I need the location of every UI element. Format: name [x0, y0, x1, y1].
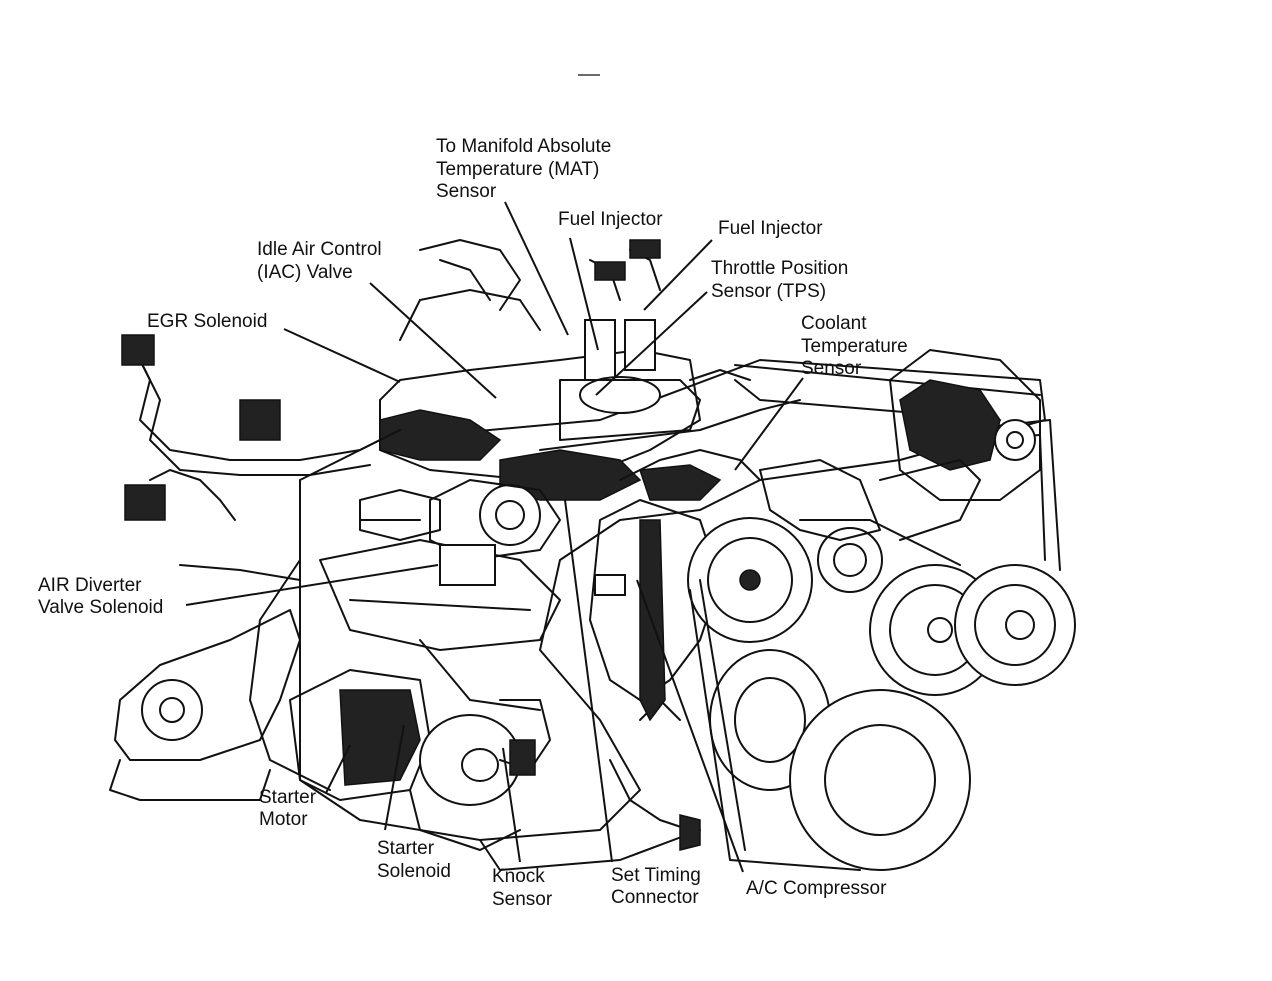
label-tps-line-1: Throttle Position: [711, 258, 848, 279]
egr-and-air-components: [359, 479, 561, 586]
label-knock-line-2: Sensor: [492, 889, 553, 910]
label-iac-line-1: Idle Air Control: [257, 239, 382, 260]
label-air-line-2: Valve Solenoid: [38, 597, 163, 618]
label-timing-line-2: Connector: [611, 887, 699, 908]
starter-assembly: [289, 669, 701, 851]
leader-lines: [185, 201, 804, 873]
label-coolant-line-2: Temperature: [801, 336, 908, 357]
label-tps-line-2: Sensor (TPS): [711, 281, 826, 302]
leader-egr: [283, 328, 401, 383]
leader-iac: [369, 282, 497, 399]
label-starter-solenoid-line-1: Starter: [377, 838, 435, 859]
label-mat-line-1: To Manifold Absolute: [436, 136, 611, 157]
leader-fuel-injector-1: [569, 237, 599, 351]
leader-air: [185, 564, 439, 606]
label-coolant-line-3: Sensor: [801, 358, 862, 379]
leader-tps: [595, 291, 708, 396]
label-iac-line-2: (IAC) Valve: [257, 262, 353, 283]
engine-illustration: [109, 239, 1076, 871]
label-fuel-injector-2: Fuel Injector: [718, 218, 823, 239]
intake-and-wiring: [121, 239, 801, 581]
labels: To Manifold Absolute Temperature (MAT) S…: [38, 136, 908, 910]
leader-timing: [564, 499, 613, 863]
leader-starter-motor: [325, 744, 351, 794]
leader-coolant: [734, 377, 804, 471]
leader-starter-solenoid: [384, 724, 405, 831]
leader-mat: [504, 201, 569, 336]
label-starter-motor-line-2: Motor: [259, 809, 308, 830]
label-knock-line-1: Knock: [492, 866, 545, 887]
label-mat-line-2: Temperature (MAT): [436, 159, 599, 180]
accessory-drive: [687, 349, 1076, 871]
leader-ac: [636, 579, 744, 873]
label-fuel-injector-1: Fuel Injector: [558, 209, 663, 230]
label-starter-motor-line-1: Starter: [259, 787, 317, 808]
engine-block: [299, 359, 1046, 871]
label-egr: EGR Solenoid: [147, 311, 267, 332]
label-timing-line-1: Set Timing: [611, 865, 701, 886]
label-coolant-line-1: Coolant: [801, 313, 867, 334]
label-starter-solenoid-line-2: Solenoid: [377, 861, 451, 882]
leader-fuel-injector-2: [643, 239, 713, 311]
label-ac-compressor: A/C Compressor: [746, 878, 887, 899]
label-air-line-1: AIR Diverter: [38, 575, 142, 596]
label-mat-line-3: Sensor: [436, 181, 497, 202]
leader-knock: [502, 747, 521, 863]
transmission-housing: [109, 559, 331, 801]
